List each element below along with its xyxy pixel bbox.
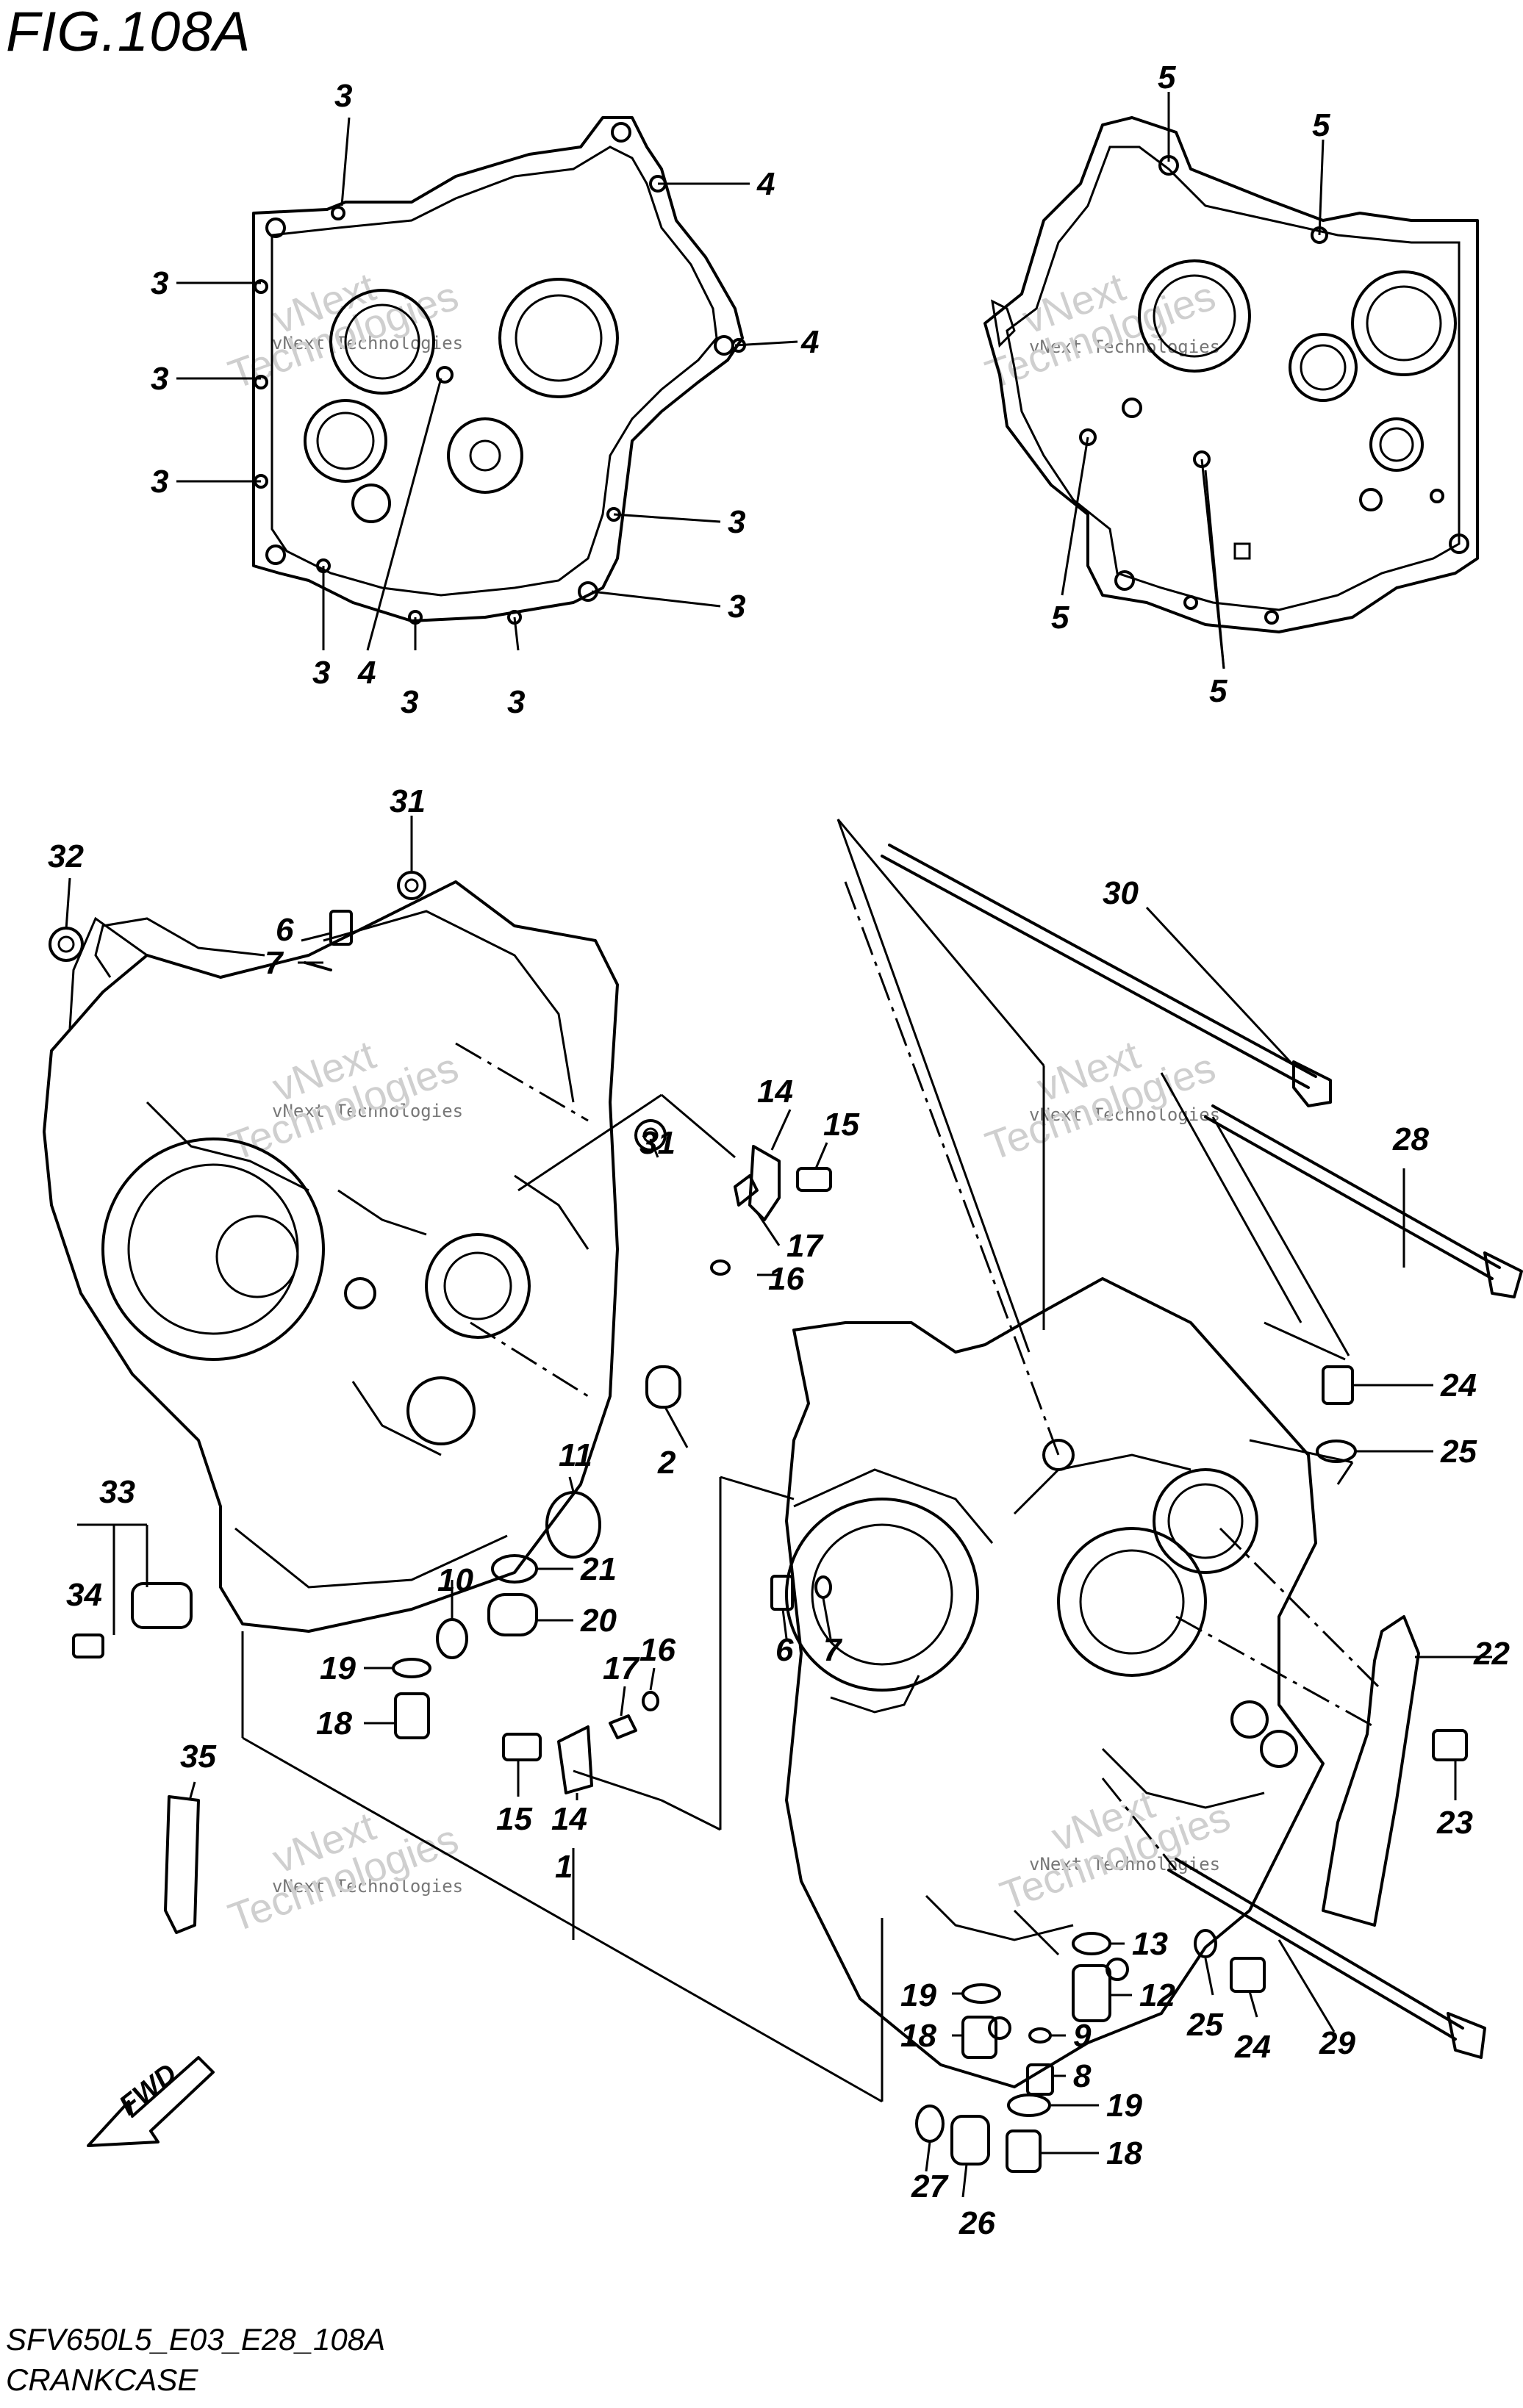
callout-30: 30 bbox=[1103, 875, 1139, 911]
callout-12: 12 bbox=[1139, 1977, 1175, 2013]
callout-16: 16 bbox=[768, 1261, 804, 1297]
callout-15: 15 bbox=[496, 1801, 532, 1837]
callout-34: 34 bbox=[66, 1577, 102, 1613]
callout-16: 16 bbox=[639, 1632, 676, 1668]
watermark-small: vNext Technologies bbox=[272, 1101, 463, 1121]
callout-14: 14 bbox=[551, 1801, 587, 1837]
callout-6: 6 bbox=[276, 912, 294, 948]
callout-18: 18 bbox=[900, 2018, 936, 2054]
callouts-main: 1 2 6 7 6 7 8 9 10 11 12 13 14 14 15 15 … bbox=[48, 783, 1510, 2241]
callout-5: 5 bbox=[1209, 673, 1228, 709]
callout-10: 10 bbox=[437, 1562, 473, 1598]
callout-1: 1 bbox=[555, 1849, 573, 1885]
callout-32: 32 bbox=[48, 838, 84, 874]
callout-24: 24 bbox=[1440, 1367, 1477, 1404]
callout-20: 20 bbox=[580, 1603, 617, 1639]
left-crankcase-half bbox=[43, 880, 619, 1633]
callout-17: 17 bbox=[603, 1650, 640, 1686]
callout-9: 9 bbox=[1073, 2018, 1092, 2054]
callout-19: 19 bbox=[900, 1977, 936, 2013]
right-case-half-face-view bbox=[983, 116, 1479, 633]
callout-7: 7 bbox=[823, 1632, 843, 1668]
right-crankcase-half bbox=[785, 1277, 1325, 2088]
callout-3: 3 bbox=[151, 464, 168, 500]
callout-25: 25 bbox=[1440, 1434, 1477, 1470]
callout-21: 21 bbox=[580, 1551, 617, 1587]
section-name: CRANKCASE bbox=[6, 2362, 198, 2397]
callout-3: 3 bbox=[507, 684, 525, 720]
callout-19: 19 bbox=[1106, 2088, 1142, 2124]
callout-3: 3 bbox=[401, 684, 418, 720]
callout-28: 28 bbox=[1392, 1121, 1429, 1157]
callout-22: 22 bbox=[1473, 1636, 1510, 1672]
callout-7: 7 bbox=[265, 945, 284, 981]
callout-19: 19 bbox=[320, 1650, 356, 1686]
projection-lines bbox=[455, 881, 1383, 1871]
callouts-top-right: 5 5 5 5 bbox=[1051, 60, 1330, 709]
callout-15: 15 bbox=[823, 1107, 859, 1143]
callout-23: 23 bbox=[1436, 1805, 1473, 1841]
callout-31: 31 bbox=[390, 783, 426, 819]
callout-5: 5 bbox=[1158, 60, 1176, 96]
callout-26: 26 bbox=[958, 2205, 995, 2241]
callout-5: 5 bbox=[1051, 600, 1069, 636]
small-parts bbox=[49, 871, 1468, 2173]
callout-5: 5 bbox=[1312, 107, 1330, 143]
callouts-top-left: 3 3 3 3 3 4 4 3 3 4 3 3 bbox=[151, 78, 819, 720]
callout-31: 31 bbox=[639, 1125, 676, 1161]
callout-27: 27 bbox=[911, 2168, 949, 2204]
callout-8: 8 bbox=[1073, 2058, 1092, 2094]
callout-29: 29 bbox=[1319, 2025, 1355, 2061]
callout-17: 17 bbox=[786, 1228, 824, 1264]
callout-6: 6 bbox=[775, 1632, 794, 1668]
leader-lines bbox=[65, 92, 1492, 2198]
callout-25: 25 bbox=[1186, 2007, 1223, 2043]
callout-14: 14 bbox=[757, 1074, 793, 1110]
drawing-code: SFV650L5_E03_E28_108A bbox=[6, 2322, 386, 2357]
fwd-arrow bbox=[87, 2056, 215, 2147]
watermark-small: vNext Technologies bbox=[1029, 337, 1220, 357]
callout-13: 13 bbox=[1132, 1926, 1168, 1962]
left-case-half-face-view bbox=[252, 116, 746, 625]
callout-18: 18 bbox=[316, 1706, 352, 1742]
callout-35: 35 bbox=[180, 1739, 216, 1775]
callout-18: 18 bbox=[1106, 2135, 1142, 2171]
figure-title: FIG.108A bbox=[6, 1, 251, 63]
callout-4: 4 bbox=[756, 166, 775, 202]
watermark-small: vNext Technologies bbox=[272, 333, 463, 353]
callout-3: 3 bbox=[728, 504, 745, 540]
watermark-small: vNext Technologies bbox=[1029, 1854, 1220, 1875]
callout-4: 4 bbox=[800, 324, 819, 360]
callout-4: 4 bbox=[357, 655, 376, 691]
callout-3: 3 bbox=[728, 589, 745, 625]
callout-2: 2 bbox=[657, 1445, 676, 1481]
watermark-small: vNext Technologies bbox=[272, 1876, 463, 1897]
callout-11: 11 bbox=[559, 1437, 592, 1473]
callout-3: 3 bbox=[334, 78, 352, 114]
long-bolts bbox=[881, 844, 1523, 2059]
callout-3: 3 bbox=[151, 361, 168, 397]
callout-24: 24 bbox=[1234, 2029, 1271, 2065]
callout-3: 3 bbox=[312, 655, 330, 691]
callout-3: 3 bbox=[151, 265, 168, 301]
callout-33: 33 bbox=[99, 1474, 135, 1510]
